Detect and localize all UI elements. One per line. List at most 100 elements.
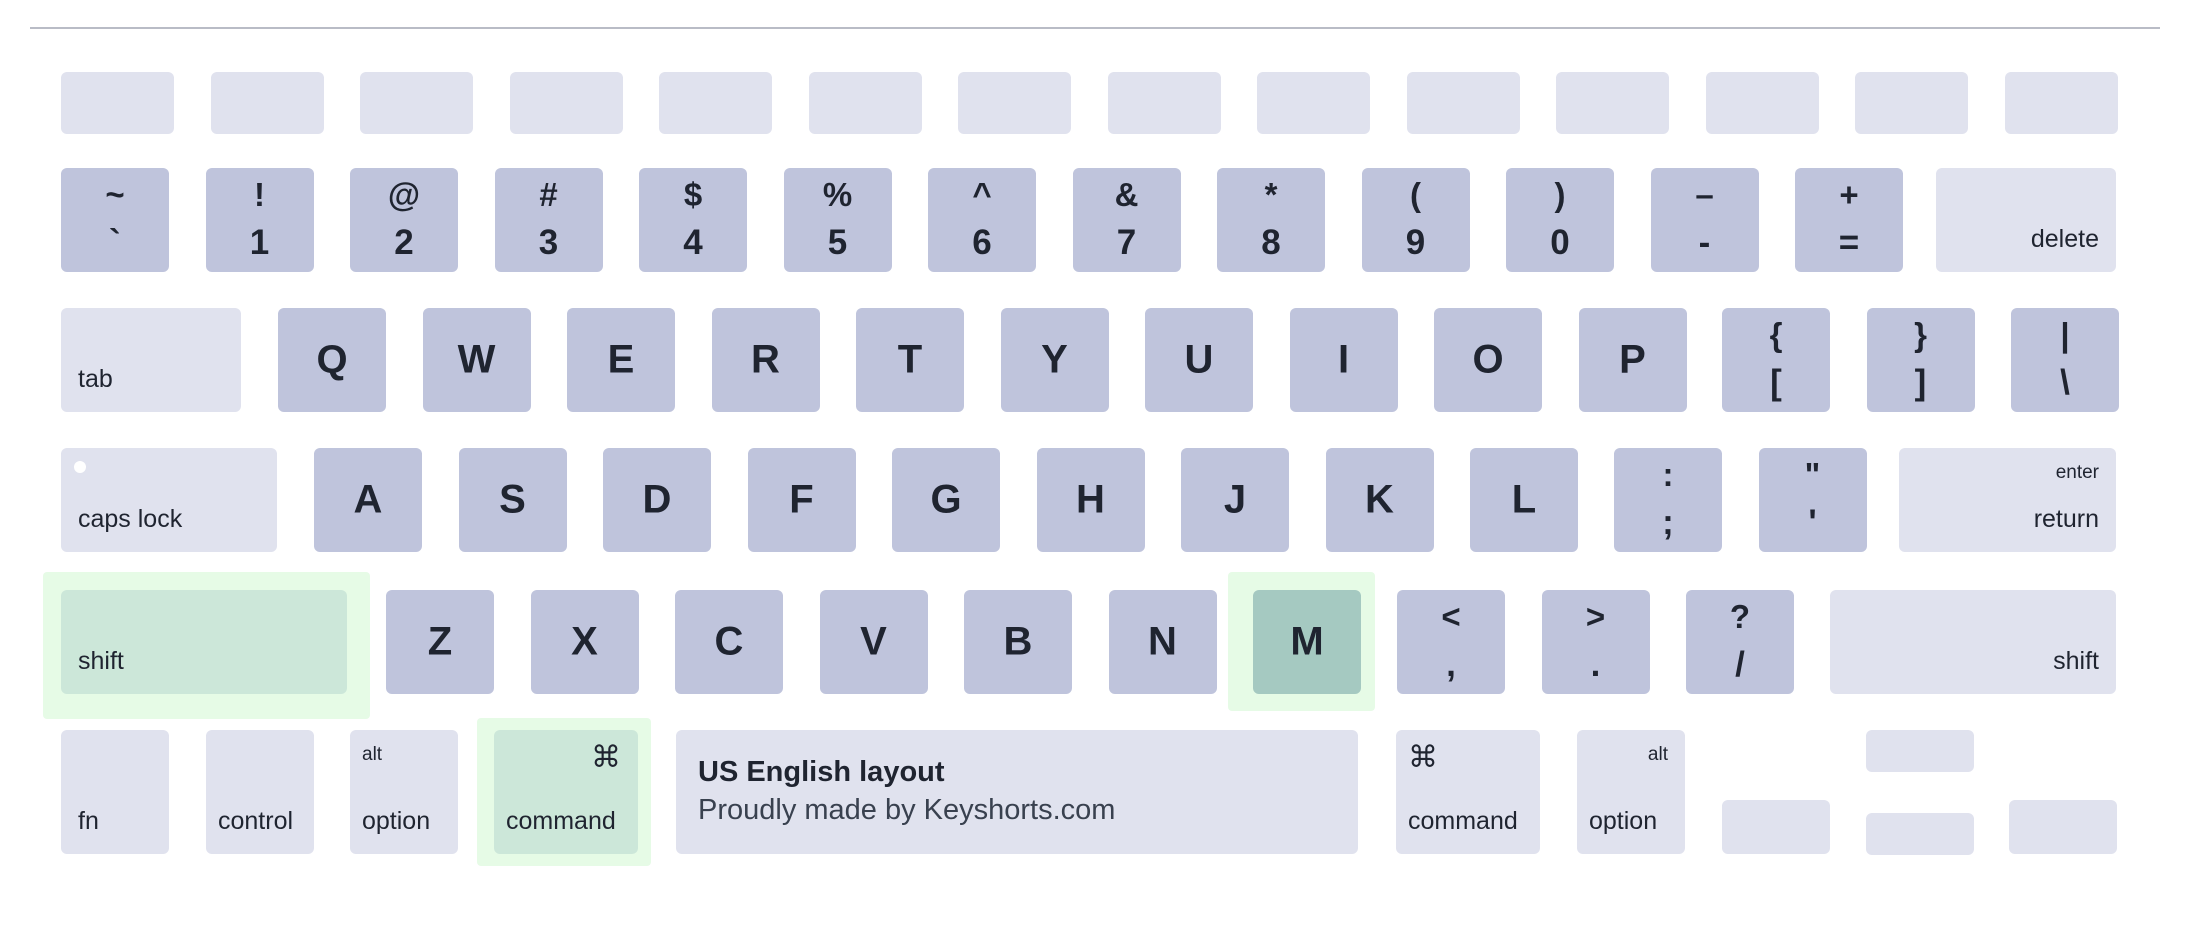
arrow-left-key[interactable] bbox=[1722, 800, 1830, 854]
caps-lock-key[interactable]: caps lock bbox=[61, 448, 277, 552]
key-base-symbol: / bbox=[1735, 645, 1745, 684]
function-key-8[interactable] bbox=[1107, 72, 1221, 134]
key-letter: S bbox=[499, 477, 526, 522]
key-less-than[interactable]: <, bbox=[1397, 590, 1505, 694]
key-quote[interactable]: "' bbox=[1758, 448, 1867, 552]
key-letter: Y bbox=[1041, 337, 1068, 382]
key-shift-symbol: : bbox=[1662, 456, 1674, 493]
function-key-4[interactable] bbox=[509, 72, 623, 134]
key-brace-close[interactable]: }] bbox=[1866, 308, 1975, 412]
key-dollar-4[interactable]: $4 bbox=[639, 168, 747, 272]
function-key-14[interactable] bbox=[2004, 72, 2118, 134]
key-base-symbol: ` bbox=[109, 223, 121, 262]
key-v[interactable]: V bbox=[819, 590, 928, 694]
fn-key[interactable]: fn bbox=[61, 730, 169, 854]
key-y[interactable]: Y bbox=[1000, 308, 1109, 412]
key-t[interactable]: T bbox=[856, 308, 964, 412]
key-greater-than[interactable]: >. bbox=[1541, 590, 1650, 694]
key-plus-=[interactable]: += bbox=[1795, 168, 1903, 272]
key-letter: M bbox=[1290, 619, 1324, 664]
key-percent-5[interactable]: %5 bbox=[783, 168, 892, 272]
key-colon[interactable]: :; bbox=[1614, 448, 1722, 552]
function-key-12[interactable] bbox=[1705, 72, 1819, 134]
delete-key[interactable]: delete bbox=[1936, 168, 2116, 272]
option-key-label: option bbox=[362, 807, 431, 835]
key-shift-symbol: { bbox=[1769, 316, 1783, 353]
key-d[interactable]: D bbox=[603, 448, 711, 552]
key-w[interactable]: W bbox=[422, 308, 531, 412]
key-e[interactable]: E bbox=[567, 308, 675, 412]
function-key-1[interactable] bbox=[61, 72, 174, 134]
key-asterisk-8[interactable]: *8 bbox=[1217, 168, 1325, 272]
tab-key[interactable]: tab bbox=[61, 308, 241, 412]
left-control-key[interactable]: control bbox=[206, 730, 314, 854]
key-pipe[interactable]: |\ bbox=[2011, 308, 2119, 412]
right-command-key[interactable]: ⌘command bbox=[1396, 730, 1540, 854]
key-x[interactable]: X bbox=[530, 590, 639, 694]
key-c[interactable]: C bbox=[675, 590, 783, 694]
key-j[interactable]: J bbox=[1181, 448, 1289, 552]
key-o[interactable]: O bbox=[1434, 308, 1542, 412]
key-letter: T bbox=[897, 337, 923, 382]
key-dash--[interactable]: –- bbox=[1650, 168, 1759, 272]
key-brace-open[interactable]: {[ bbox=[1722, 308, 1830, 412]
key-r[interactable]: R bbox=[711, 308, 820, 412]
key-m[interactable]: M bbox=[1253, 590, 1361, 694]
key-base-symbol: 0 bbox=[1550, 223, 1570, 262]
key-g[interactable]: G bbox=[892, 448, 1000, 552]
key-k[interactable]: K bbox=[1325, 448, 1434, 552]
key-paren-close-0[interactable]: )0 bbox=[1506, 168, 1614, 272]
key-z[interactable]: Z bbox=[386, 590, 494, 694]
function-key-7[interactable] bbox=[958, 72, 1071, 134]
key-base-symbol: 3 bbox=[538, 223, 559, 262]
key-u[interactable]: U bbox=[1145, 308, 1253, 412]
key-shift-symbol: – bbox=[1695, 176, 1714, 213]
key-shift-symbol: < bbox=[1441, 598, 1461, 635]
function-key-6[interactable] bbox=[808, 72, 922, 134]
key-base-symbol: . bbox=[1590, 645, 1601, 684]
function-key-2[interactable] bbox=[210, 72, 324, 134]
function-key-9[interactable] bbox=[1257, 72, 1370, 134]
key-a[interactable]: A bbox=[314, 448, 422, 552]
key-hash-3[interactable]: #3 bbox=[494, 168, 603, 272]
key-s[interactable]: S bbox=[458, 448, 567, 552]
arrow-right-key[interactable] bbox=[2009, 800, 2117, 854]
key-base-symbol: [ bbox=[1770, 363, 1782, 402]
function-key-3[interactable] bbox=[360, 72, 473, 134]
function-key-10[interactable] bbox=[1406, 72, 1520, 134]
key-letter: U bbox=[1184, 337, 1214, 382]
key-exclaim-1[interactable]: !1 bbox=[205, 168, 314, 272]
key-q[interactable]: Q bbox=[278, 308, 386, 412]
key-at-2[interactable]: @2 bbox=[350, 168, 458, 272]
key-l[interactable]: L bbox=[1470, 448, 1578, 552]
key-p[interactable]: P bbox=[1578, 308, 1687, 412]
function-key-5[interactable] bbox=[659, 72, 772, 134]
key-shift-symbol: ^ bbox=[972, 176, 992, 213]
key-h[interactable]: H bbox=[1036, 448, 1145, 552]
key-ampersand-7[interactable]: &7 bbox=[1072, 168, 1181, 272]
function-key-13[interactable] bbox=[1855, 72, 1968, 134]
key-base-symbol: 2 bbox=[394, 223, 414, 262]
arrow-down-key[interactable] bbox=[1866, 813, 1974, 855]
key-letter: C bbox=[714, 619, 744, 664]
key-f[interactable]: F bbox=[747, 448, 856, 552]
function-key-11[interactable] bbox=[1556, 72, 1669, 134]
key-question[interactable]: ?/ bbox=[1686, 590, 1794, 694]
key-tilde-backtick[interactable]: ~` bbox=[61, 168, 169, 272]
arrow-up-key[interactable] bbox=[1866, 730, 1974, 772]
key-b[interactable]: B bbox=[964, 590, 1072, 694]
key-n[interactable]: N bbox=[1108, 590, 1217, 694]
key-shift-symbol: @ bbox=[387, 176, 421, 213]
left-shift-key[interactable]: shift bbox=[61, 590, 347, 694]
right-shift-key[interactable]: shift bbox=[1830, 590, 2116, 694]
key-caret-6[interactable]: ^6 bbox=[928, 168, 1036, 272]
key-letter: A bbox=[353, 477, 383, 522]
left-command-key[interactable]: ⌘command bbox=[494, 730, 638, 854]
key-paren-open-9[interactable]: (9 bbox=[1361, 168, 1470, 272]
key-i[interactable]: I bbox=[1289, 308, 1398, 412]
layout-caption-title: US English layout bbox=[698, 756, 945, 788]
